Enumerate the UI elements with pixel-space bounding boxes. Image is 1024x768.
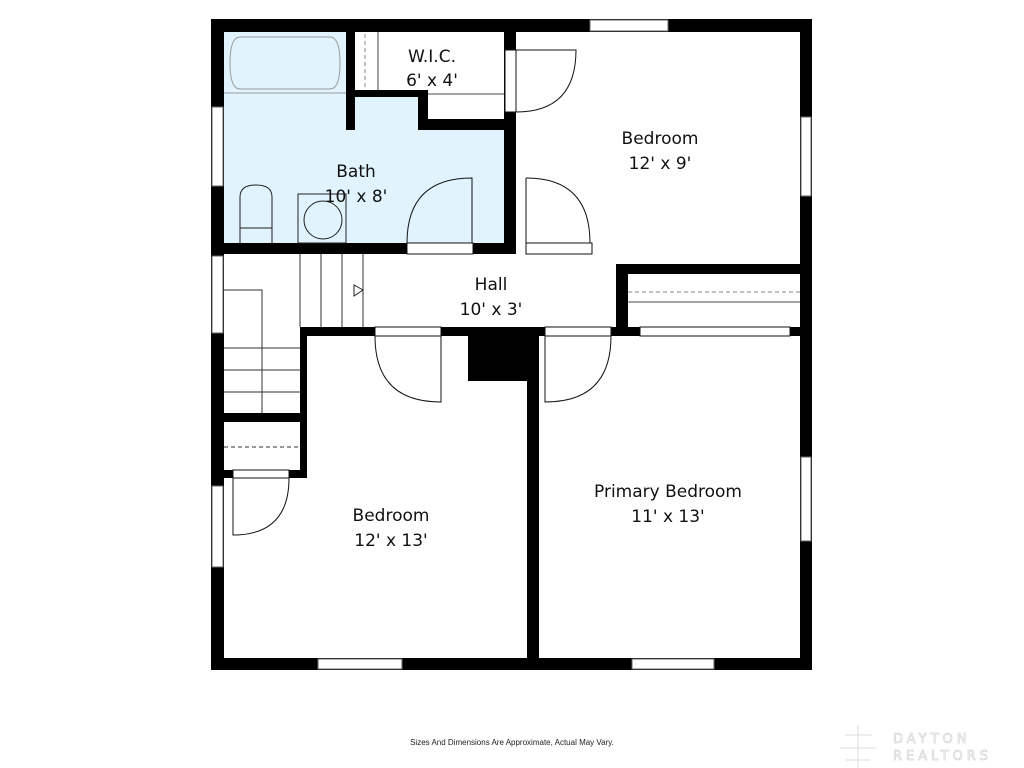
- dayton-realtors-logo: DAYTON REALTORS: [840, 725, 992, 768]
- bedroom-top-size: 12' x 9': [629, 154, 692, 174]
- wic-room: [355, 32, 504, 119]
- primary-bedroom-size: 11' x 13': [631, 507, 704, 527]
- sink-icon: [303, 200, 343, 240]
- bedroom-top-room: [516, 32, 800, 264]
- bedroom-top-name: Bedroom: [622, 129, 699, 149]
- stair-arrow-icon: [353, 284, 364, 297]
- bath-size: 10' x 8': [325, 187, 388, 207]
- closet: [628, 274, 800, 327]
- windows: [211, 19, 812, 670]
- bedroom-bottom-name: Bedroom: [353, 506, 430, 526]
- disclaimer: Sizes And Dimensions Are Approximate, Ac…: [410, 738, 614, 747]
- svg-text:REALTORS: REALTORS: [893, 749, 992, 764]
- primary-bedroom-room: [539, 336, 800, 658]
- primary-bedroom-name: Primary Bedroom: [594, 482, 742, 502]
- bath-name: Bath: [336, 162, 376, 182]
- wic-name: W.I.C.: [408, 47, 456, 67]
- bedroom-bottom-room: [224, 336, 527, 658]
- hall-size: 10' x 3': [460, 300, 523, 320]
- doors: [232, 49, 791, 536]
- bedroom-bottom-size: 12' x 13': [354, 531, 427, 551]
- stair-treads: [224, 254, 364, 448]
- hall-name: Hall: [475, 275, 508, 295]
- wic-size: 6' x 4': [406, 71, 458, 91]
- svg-text:DAYTON: DAYTON: [893, 732, 971, 747]
- bath-room: [224, 32, 504, 243]
- sink-counter: [297, 193, 347, 244]
- toilet-icon: [239, 184, 273, 243]
- bathtub-icon: [229, 36, 341, 90]
- chimney: [468, 336, 527, 381]
